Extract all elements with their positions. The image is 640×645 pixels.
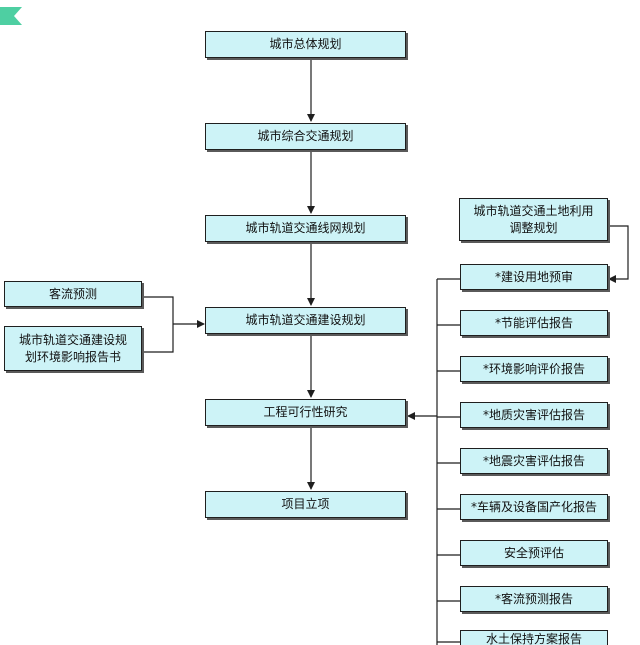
node-right-item: *建设用地预审 [460, 264, 608, 290]
node-feasibility-study: 工程可行性研究 [205, 399, 406, 426]
node-right-item: 安全预评估 [460, 540, 608, 566]
bus-ticks [437, 278, 460, 643]
node-city-master-plan: 城市总体规划 [205, 31, 406, 58]
node-land-use-adjustment: 城市轨道交通土地利用 调整规划 [459, 198, 608, 241]
node-right-item: *地震灾害评估报告 [460, 448, 608, 474]
node-rail-construction-plan: 城市轨道交通建设规划 [205, 307, 406, 334]
node-project-approval: 项目立项 [205, 491, 406, 518]
node-right-item: *环境影响评价报告 [460, 356, 608, 382]
node-right-item: 水土保持方案报告 [460, 630, 608, 645]
node-env-impact-report: 城市轨道交通建设规 划环境影响报告书 [4, 326, 142, 371]
node-comprehensive-transport-plan: 城市综合交通规划 [205, 123, 406, 150]
corner-tab-icon [0, 7, 22, 25]
node-rail-network-plan: 城市轨道交通线网规划 [205, 215, 406, 242]
node-right-item: *客流预测报告 [460, 586, 608, 612]
node-right-item: *车辆及设备国产化报告 [460, 494, 608, 520]
connector-env-report [142, 324, 174, 353]
arrow-land-use-to-predecision [608, 225, 629, 283]
connector-passenger-forecast [142, 296, 174, 324]
node-right-item: *节能评估报告 [460, 310, 608, 336]
node-right-item: *地质灾害评估报告 [460, 402, 608, 428]
node-passenger-forecast: 客流预测 [4, 281, 142, 307]
